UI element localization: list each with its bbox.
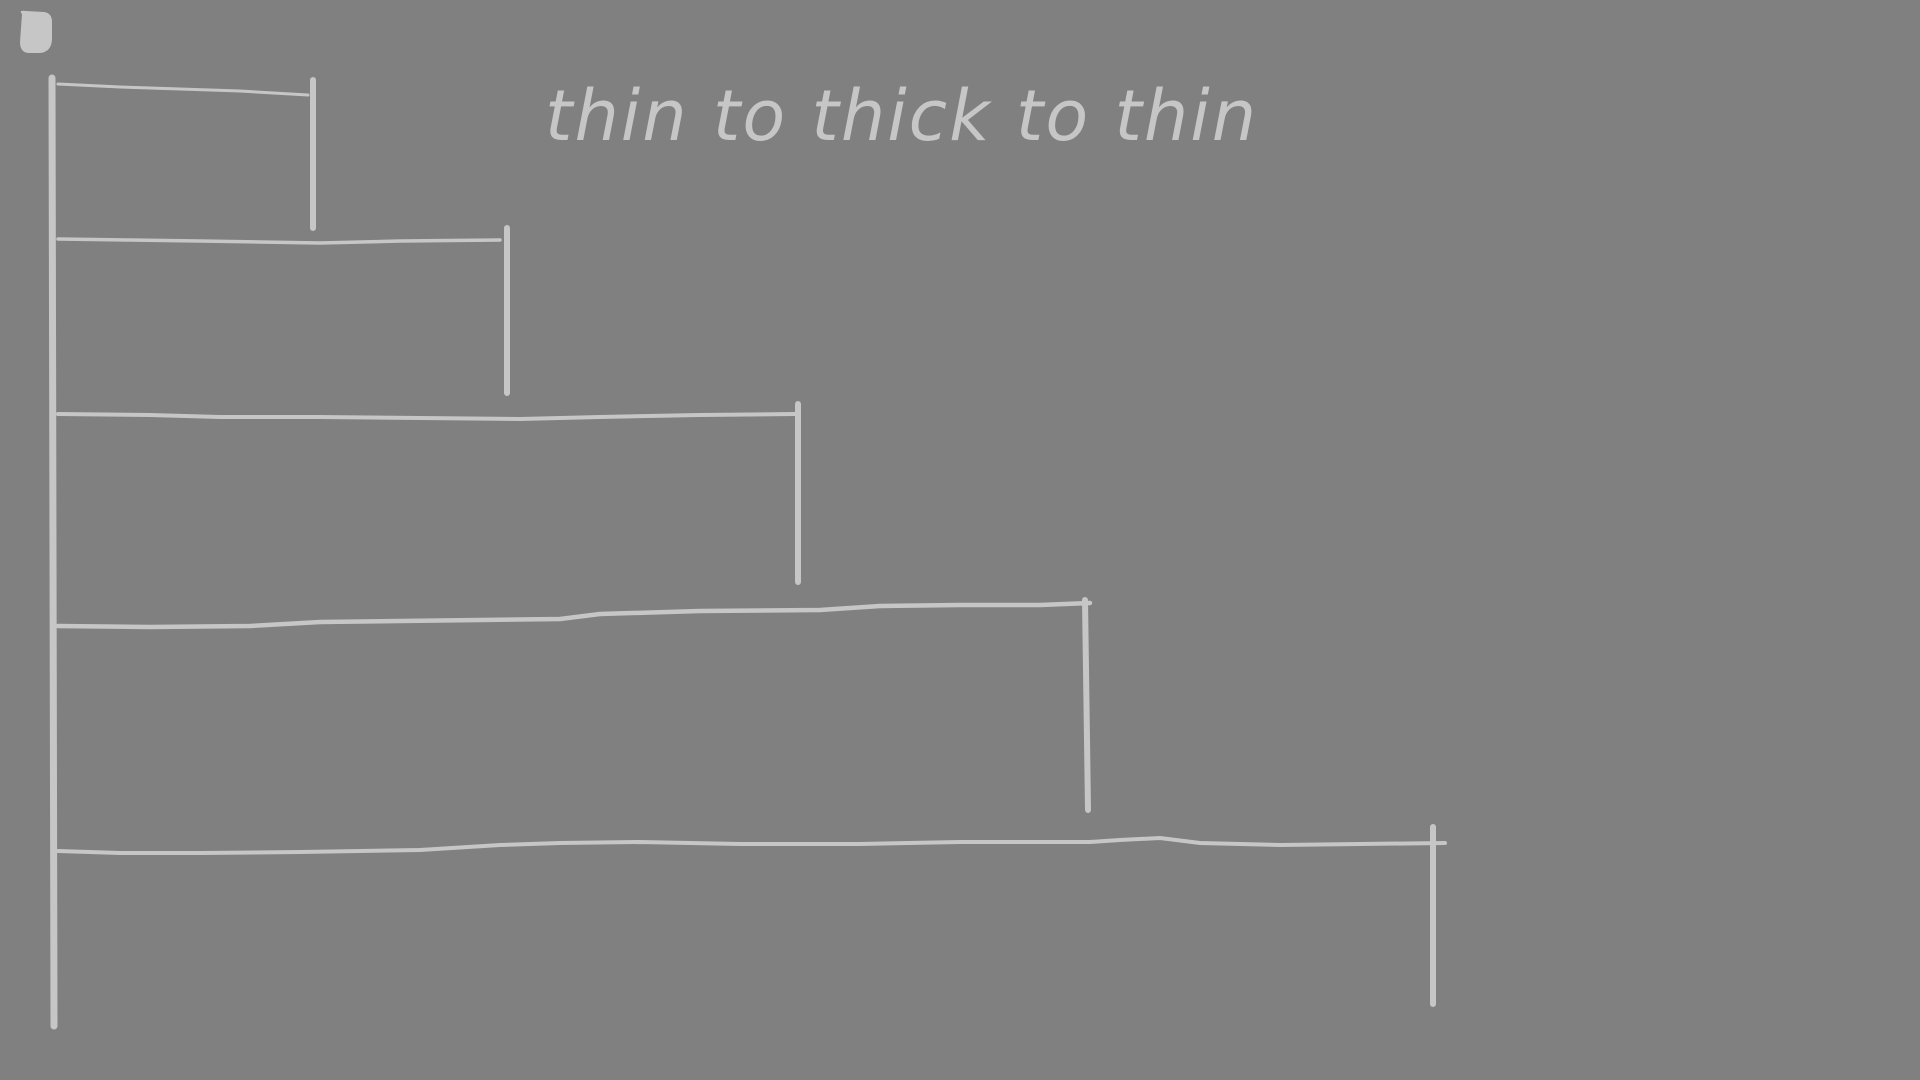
left-spine-line bbox=[48, 74, 58, 1030]
taper-stroke-2 bbox=[56, 237, 502, 245]
taper-stroke-5 bbox=[56, 836, 1447, 855]
page-title: thin to thick to thin bbox=[545, 75, 1258, 157]
taper-stroke-3 bbox=[56, 412, 797, 421]
taper-stroke-1 bbox=[56, 82, 310, 97]
taper-stroke-4 bbox=[55, 600, 1093, 630]
step-post-4 bbox=[1082, 597, 1091, 813]
brush-dab-icon bbox=[20, 10, 52, 54]
